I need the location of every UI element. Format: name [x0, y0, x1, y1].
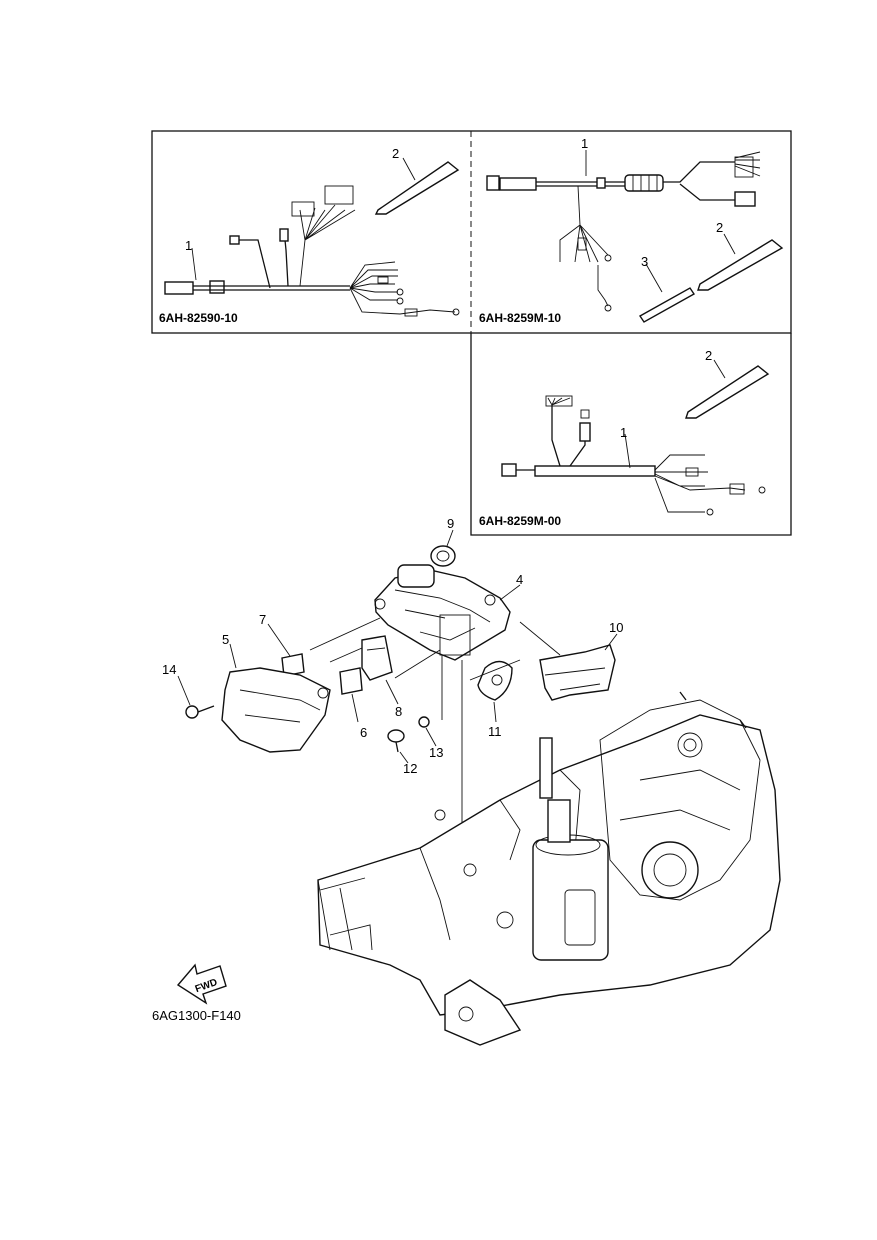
callout-1: 1: [620, 425, 627, 440]
cable-tie-icon: [374, 161, 460, 215]
callout-12: 12: [403, 761, 417, 776]
engine-block-icon: [317, 691, 781, 1046]
kit-code: 6AH-8259M-10: [479, 311, 561, 325]
gasket-icon: [339, 667, 363, 695]
kit-box-3: 1 2 6AH-8259M-00: [479, 348, 770, 528]
bolt-icon: [185, 705, 215, 719]
callout-9: 9: [447, 516, 454, 531]
kit-boxes-frame: [151, 130, 792, 536]
callout-6: 6: [360, 725, 367, 740]
callout-2: 2: [392, 146, 399, 161]
callout-3: 3: [641, 254, 648, 269]
gasket-icon: [281, 653, 305, 677]
callout-2: 2: [716, 220, 723, 235]
housing-icon: [221, 667, 331, 753]
washer-icon: [418, 716, 430, 728]
callout-4: 4: [516, 572, 523, 587]
kit-code: 6AH-8259M-00: [479, 514, 561, 528]
bracket-icon: [374, 564, 511, 661]
callout-10: 10: [609, 620, 623, 635]
clamp-icon: [477, 660, 513, 701]
callout-7: 7: [259, 612, 266, 627]
callout-11: 11: [488, 724, 502, 739]
protector-tube-icon: [638, 287, 696, 323]
callout-8: 8: [395, 704, 402, 719]
callout-1: 1: [581, 136, 588, 151]
grommet-icon: [430, 545, 456, 567]
callout-13: 13: [429, 745, 443, 760]
callout-5: 5: [222, 632, 229, 647]
cover-icon: [539, 644, 616, 701]
callout-2: 2: [705, 348, 712, 363]
wire-harness-icon: [164, 185, 460, 317]
wire-harness-icon: [501, 395, 766, 516]
kit-code: 6AH-82590-10: [159, 311, 238, 325]
callout-1: 1: [185, 238, 192, 253]
plate-icon: [361, 635, 393, 681]
callout-14: 14: [162, 662, 176, 677]
cable-tie-icon: [697, 239, 784, 291]
direction-arrow: FWD: [176, 963, 227, 1005]
wire-harness-icon: [486, 151, 761, 312]
cable-tie-icon: [685, 365, 770, 419]
screw-icon: [387, 729, 405, 753]
exploded-assembly: 4 9 10 11 8 7: [162, 516, 623, 900]
figure-code: 6AG1300-F140: [152, 1008, 241, 1023]
kit-box-2: 1 2 3 6AH-8259M-10: [479, 136, 784, 325]
kit-box-1: 1 2 6AH-82590-10: [159, 146, 460, 325]
